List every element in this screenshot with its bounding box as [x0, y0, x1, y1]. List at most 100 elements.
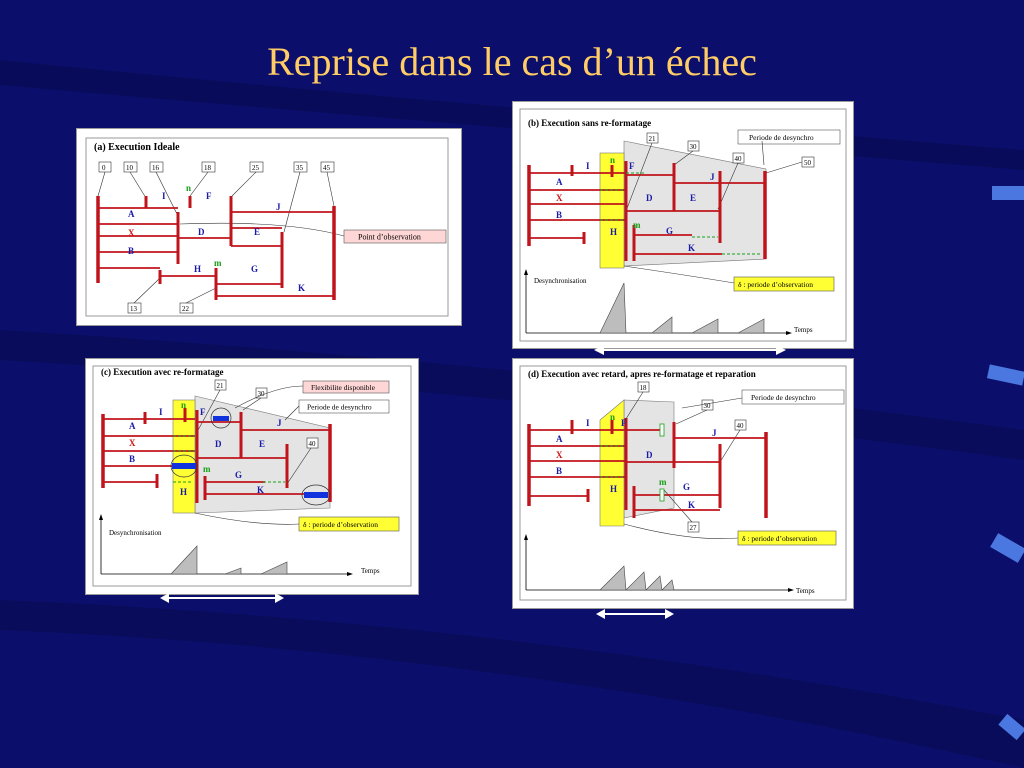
panel-c-label-m: m	[203, 464, 211, 474]
panel-d-tick-18: 18	[640, 384, 648, 392]
panel-a-label-J: J	[276, 202, 281, 212]
panel-c-note-observation: δ : periode d’observation	[303, 520, 378, 529]
panel-b-desync-peak	[599, 282, 627, 334]
panel-d-xlabel: Temps	[796, 587, 815, 595]
panel-b-label-J: J	[710, 172, 715, 182]
panel-b-tick-30: 30	[690, 143, 698, 151]
panel-c-tick-40: 40	[309, 440, 317, 448]
panel-a-ideal-execution: (a) Execution Ideale 0 10 16 18 25 35 45…	[76, 128, 462, 326]
panel-a-tick-22: 22	[182, 305, 190, 313]
panel-a-label-X: X	[128, 228, 135, 238]
panel-c-label-n: n	[181, 400, 186, 410]
panel-d-label-A: A	[556, 434, 563, 444]
panel-b-label-n: n	[610, 155, 615, 165]
panel-b-title: (b) Execution sans re-formatage	[528, 118, 651, 128]
panel-c-shift-markers	[170, 407, 331, 506]
panel-d-label-J: J	[712, 428, 717, 438]
panel-c-label-K: K	[257, 485, 264, 495]
panel-b-label-K: K	[688, 243, 695, 253]
panel-b-note-observation: δ : periode d’observation	[738, 280, 813, 289]
panel-a-tick-25: 25	[252, 164, 260, 172]
panel-d-repair-marker	[659, 423, 665, 437]
range-arrow-c	[160, 593, 284, 603]
panel-d-label-X: X	[556, 450, 563, 460]
panel-d-label-H: H	[610, 484, 617, 494]
panel-b-tick-50: 50	[804, 159, 812, 167]
panel-d-note-desync: Periode de desynchro	[751, 393, 816, 402]
panel-d-label-D: D	[646, 450, 653, 460]
panel-d-label-m: m	[659, 477, 667, 487]
panel-d-title: (d) Execution avec retard, apres re-form…	[528, 369, 756, 379]
panel-c-tick-30: 30	[258, 390, 266, 398]
panel-d-label-I: I	[586, 418, 590, 428]
panel-c-tick-21: 21	[217, 382, 225, 390]
panel-c-label-G: G	[235, 470, 242, 480]
panel-c-note-desync: Periode de desynchro	[307, 403, 372, 412]
range-arrow-b	[594, 345, 786, 355]
panel-a-tick-10: 10	[126, 164, 134, 172]
panel-a-label-n: n	[186, 183, 191, 193]
panel-d-tick-27: 27	[690, 524, 698, 532]
panel-c-xlabel: Temps	[361, 567, 380, 575]
panel-d-delayed-repair: (d) Execution avec retard, apres re-form…	[512, 358, 854, 609]
panel-a-tick-0: 0	[102, 164, 106, 172]
panel-c-label-D: D	[215, 439, 222, 449]
panel-d-label-G: G	[683, 482, 690, 492]
panel-b-tick-40: 40	[735, 155, 743, 163]
panel-d-tick-40: 40	[737, 422, 745, 430]
panel-b-no-reformatting: (b) Execution sans re-formatage 21 30 40…	[512, 101, 854, 349]
panel-c-with-reformatting: (c) Execution avec re-formatage 21 30 40…	[85, 358, 419, 595]
panel-b-label-X: X	[556, 193, 563, 203]
slide-title: Reprise dans le cas d’un échec	[267, 39, 757, 84]
panel-b-xlabel: Temps	[794, 326, 813, 334]
panel-a-label-B: B	[128, 246, 134, 256]
panel-a-label-K: K	[298, 283, 305, 293]
panel-d-note-observation: δ : periode d’observation	[742, 534, 817, 543]
panel-c-label-B: B	[129, 454, 135, 464]
panel-a-label-G: G	[251, 264, 258, 274]
panel-d-label-n: n	[610, 412, 615, 422]
panel-b-label-D: D	[646, 193, 653, 203]
panel-d-label-B: B	[556, 466, 562, 476]
panel-c-label-F: F	[200, 407, 206, 417]
panel-a-note-observation: Point d’observation	[358, 233, 421, 242]
panel-c-label-A: A	[129, 421, 136, 431]
panel-a-tick-45: 45	[323, 164, 331, 172]
panel-a-tick-35: 35	[296, 164, 304, 172]
panel-a-label-I: I	[162, 191, 166, 201]
panel-b-note-desync: Periode de desynchro	[749, 133, 814, 142]
panel-b-tick-21: 21	[649, 135, 657, 143]
panel-c-label-H: H	[180, 487, 187, 497]
panel-b-label-G: G	[666, 226, 673, 236]
panel-b-label-E: E	[690, 193, 696, 203]
panel-c-ylabel: Desynchronisation	[109, 529, 162, 537]
panel-a-label-F: F	[206, 191, 212, 201]
panel-c-label-I: I	[159, 407, 163, 417]
panel-a-label-m: m	[214, 258, 222, 268]
panel-a-label-A: A	[128, 209, 135, 219]
decor-stripe	[986, 364, 1024, 386]
panel-b-label-B: B	[556, 210, 562, 220]
panel-a-tick-16: 16	[152, 164, 160, 172]
panel-c-note-flexibility: Flexibilite disponible	[311, 383, 376, 392]
panel-b-label-m: m	[633, 220, 641, 230]
panel-c-title: (c) Execution avec re-formatage	[101, 367, 224, 377]
panel-d-label-K: K	[688, 500, 695, 510]
panel-c-label-X: X	[129, 438, 136, 448]
panel-b-label-H: H	[610, 227, 617, 237]
decor-stripe	[990, 533, 1024, 563]
panel-b-label-F: F	[629, 161, 635, 171]
range-arrow-d	[596, 609, 674, 619]
panel-b-label-I: I	[586, 161, 590, 171]
panel-a-label-H: H	[194, 264, 201, 274]
decor-stripe	[992, 186, 1024, 200]
panel-a-tick-18: 18	[204, 164, 212, 172]
decor-stripe	[998, 713, 1024, 741]
panel-a-title: (a) Execution Ideale	[94, 142, 180, 153]
panel-a-label-E: E	[254, 227, 260, 237]
panel-d-repair-marker	[659, 488, 665, 502]
panel-b-label-A: A	[556, 177, 563, 187]
panel-c-label-J: J	[277, 418, 282, 428]
panel-a-label-D: D	[198, 227, 205, 237]
panel-b-ylabel: Desynchronisation	[534, 277, 587, 285]
